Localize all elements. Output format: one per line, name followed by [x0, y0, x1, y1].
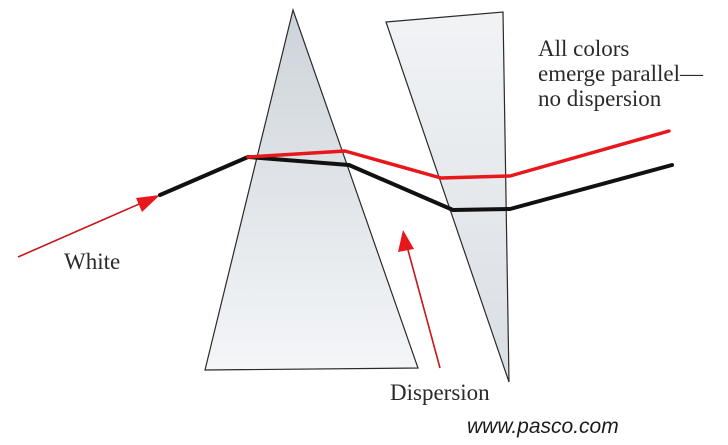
source-credit: www.pasco.com — [467, 415, 619, 438]
parallel-label-line-3: no dispersion — [538, 86, 662, 111]
parallel-label-line-2: emerge parallel— — [538, 61, 703, 86]
incoming-ray-arrowhead — [136, 195, 160, 212]
second-wedge-prism — [385, 11, 510, 383]
dispersion-label: Dispersion — [390, 380, 490, 405]
parallel-label-line-1: All colors — [538, 36, 630, 61]
first-prism — [204, 7, 419, 371]
parallel-emergence-label: All colors emerge parallel— no dispersio… — [538, 36, 703, 111]
red-ray — [246, 129, 671, 180]
white-light-label: White — [64, 249, 121, 274]
dispersion-pointer-shaft — [407, 249, 441, 369]
black-ray — [158, 155, 674, 212]
incoming-ray-arrow-shaft — [17, 200, 147, 258]
dispersion-pointer-arrowhead — [398, 230, 414, 252]
